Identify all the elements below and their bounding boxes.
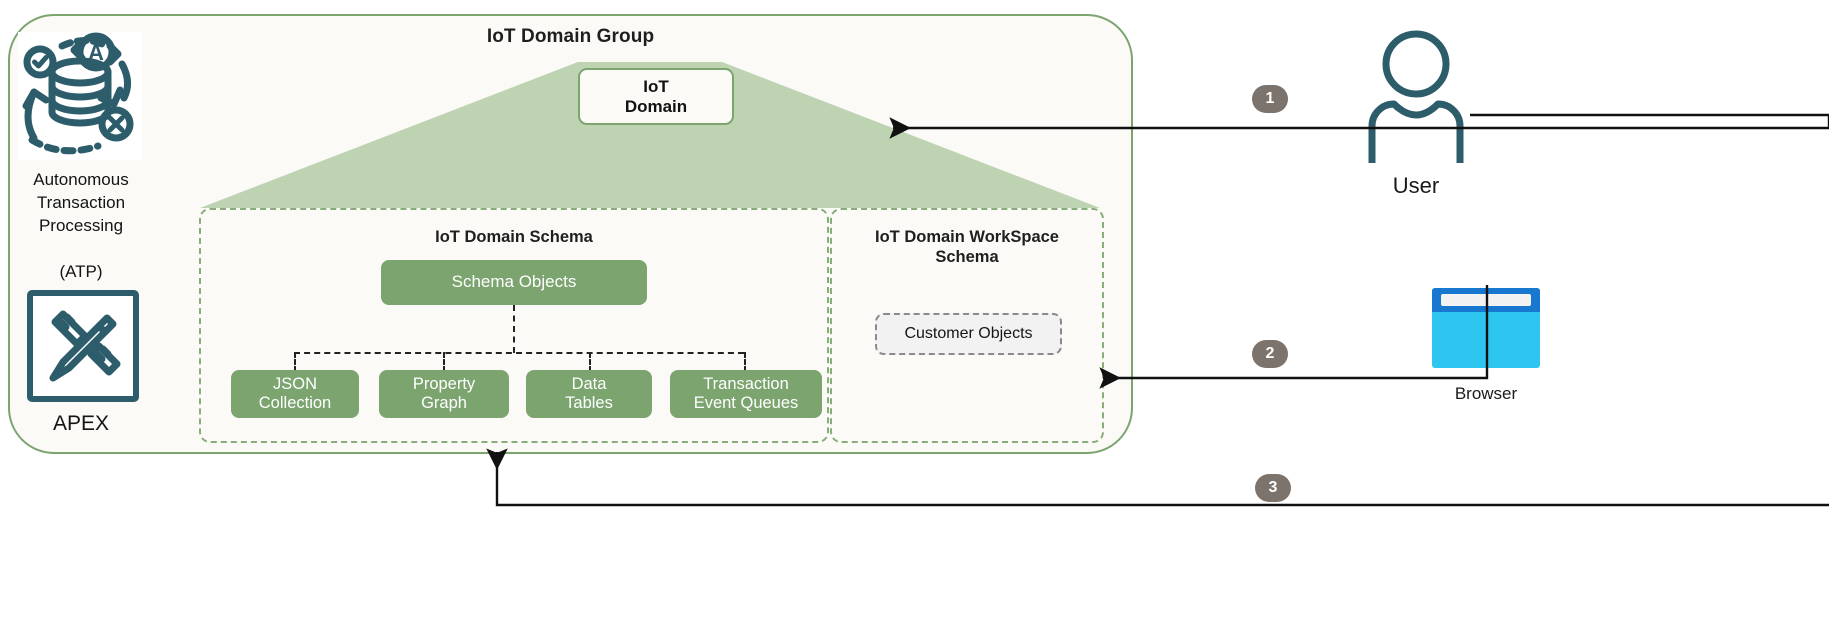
tree-trunk-line (513, 305, 515, 353)
browser-label: Browser (1454, 384, 1518, 403)
workspace-title-line2: Schema (935, 248, 999, 267)
iot-domain-node-label-line2: Domain (624, 96, 688, 116)
step-badge-3: 3 (1255, 474, 1291, 502)
atp-label-line4: (ATP) (59, 262, 103, 282)
iot-domain-node[interactable]: IoT Domain (578, 68, 734, 125)
step-badge-2: 2 (1252, 340, 1288, 368)
property-graph-node[interactable]: Property Graph (379, 370, 509, 418)
customer-objects-node[interactable]: Customer Objects (875, 313, 1062, 355)
workspace-title-line1: IoT Domain WorkSpace (875, 228, 1059, 246)
data-tables-node[interactable]: Data Tables (526, 370, 652, 418)
customer-objects-label: Customer Objects (904, 325, 1033, 342)
atp-label-line1: Autonomous (33, 170, 129, 189)
transaction-event-queues-node[interactable]: Transaction Event Queues (670, 370, 822, 418)
iot-domain-schema-title: IoT Domain Schema (435, 228, 593, 246)
apex-icon-frame (27, 290, 139, 402)
iot-domain-workspace-schema-title: IoT Domain WorkSpace Schema (832, 227, 1102, 267)
transaction-event-queues-label-line2: Event Queues (693, 394, 799, 412)
tree-branch-line-txnq (744, 352, 746, 372)
tree-branch-line-property (443, 352, 445, 372)
json-collection-label-line2: Collection (258, 394, 332, 412)
json-collection-label-line1: JSON (272, 374, 317, 393)
atp-label-line3: Processing (38, 216, 124, 236)
atp-label: Autonomous Transaction Processing (ATP) (10, 168, 152, 284)
step-badge-1: 1 (1252, 85, 1288, 113)
browser-window-icon (1432, 288, 1540, 368)
tree-branch-line-data (589, 352, 591, 372)
tree-branch-line-json (294, 352, 296, 372)
schema-objects-label: Schema Objects (451, 272, 577, 292)
json-collection-node[interactable]: JSON Collection (231, 370, 359, 418)
iot-domain-node-label-line1: IoT (643, 76, 669, 96)
transaction-event-queues-label-line1: Transaction (703, 374, 789, 393)
autonomous-database-icon: A (18, 32, 142, 160)
atp-label-line2: Transaction (36, 193, 126, 213)
person-icon (1368, 30, 1464, 163)
ruler-pencil-icon (49, 310, 121, 382)
property-graph-label-line1: Property (412, 374, 476, 393)
user-label: User (1392, 173, 1440, 198)
property-graph-label-line2: Graph (421, 394, 467, 412)
perspective-roof-shape (200, 62, 1100, 208)
apex-label: APEX (52, 412, 110, 435)
schema-objects-node[interactable]: Schema Objects (381, 260, 647, 305)
data-tables-label-line2: Tables (565, 394, 613, 412)
iot-domain-group-title: IoT Domain Group (486, 26, 655, 47)
iot-domain-schema-region: IoT Domain Schema (199, 208, 829, 443)
tree-bus-line (294, 352, 744, 354)
data-tables-label-line1: Data (571, 374, 607, 393)
